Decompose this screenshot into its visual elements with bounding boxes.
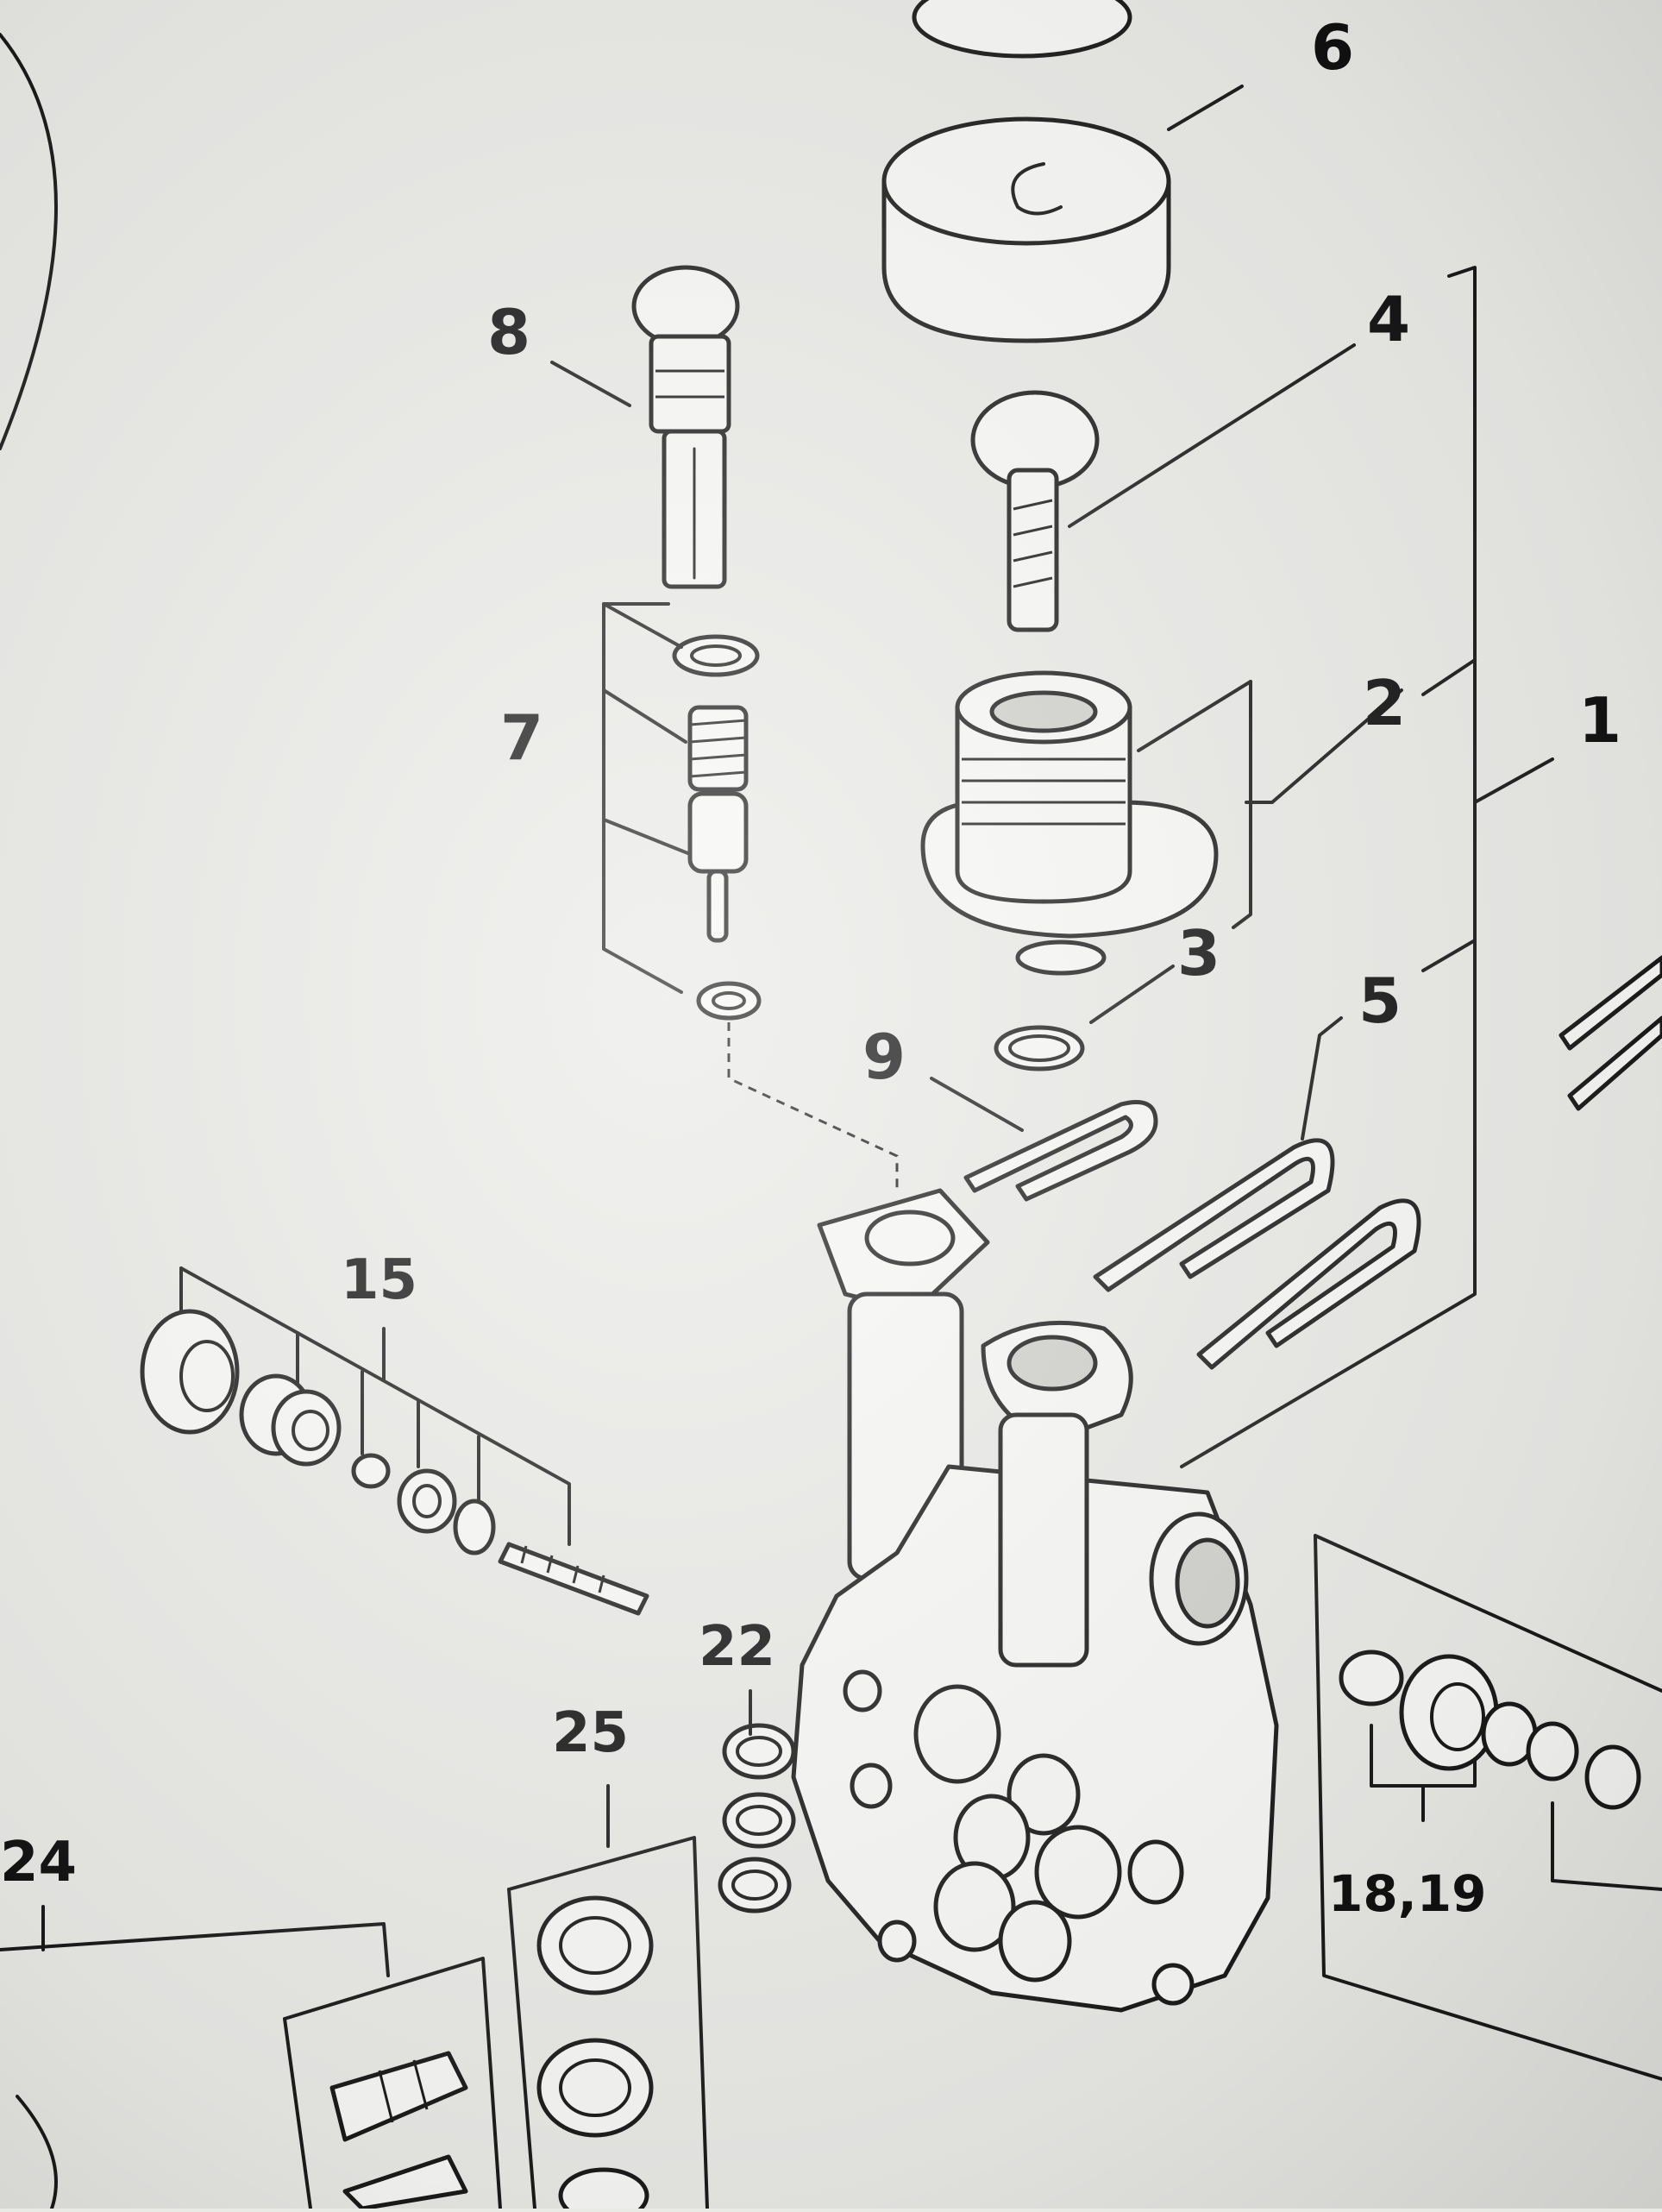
leader-2 <box>1245 688 1403 804</box>
part-1-pump-head <box>791 1188 1279 2013</box>
callout-6: 6 <box>1311 11 1354 84</box>
leader-6 <box>1167 85 1244 131</box>
leader-3 <box>1089 965 1175 1024</box>
callout-24: 24 <box>0 1831 77 1895</box>
callout-5: 5 <box>1358 965 1402 1037</box>
part-edge-pins-fragment <box>1559 955 1662 1111</box>
callout-3: 3 <box>1177 917 1220 990</box>
leader-7b <box>602 688 687 744</box>
part-25-panel <box>507 1836 709 2212</box>
leader-7c <box>602 818 692 856</box>
callout-22: 22 <box>699 1615 775 1679</box>
callout-1: 1 <box>1578 684 1621 757</box>
leader-7a <box>602 602 683 649</box>
leader-1 <box>1473 757 1554 804</box>
bracket-1 <box>1180 266 1477 1468</box>
bracket-15 <box>179 1266 571 1546</box>
callout-2: 2 <box>1363 667 1406 739</box>
part-5-pins <box>1093 1138 1421 1370</box>
callout-4: 4 <box>1367 283 1410 355</box>
part-3-o-ring <box>994 1025 1085 1071</box>
part-24-panel <box>0 1922 502 2211</box>
part-2-threaded-housing <box>920 670 1219 976</box>
leader-4 <box>1068 343 1356 528</box>
part-9-u-clip <box>963 1100 1158 1202</box>
callout-7: 7 <box>500 701 543 774</box>
part-7-valve-kit <box>672 634 762 1021</box>
bracket-1-tick-b <box>1421 939 1477 972</box>
leader-9 <box>930 1077 1024 1132</box>
leader-8 <box>550 361 631 407</box>
bracket-2 <box>1232 680 1252 929</box>
callout-25: 25 <box>552 1701 629 1765</box>
callout-15: 15 <box>341 1248 417 1312</box>
part-22-o-rings <box>718 1723 796 1914</box>
partial-circle-left <box>0 33 58 450</box>
callout-9: 9 <box>862 1021 906 1093</box>
part-18-19-panel <box>1314 1534 1662 2081</box>
bracket-7 <box>602 602 683 994</box>
callout-8: 8 <box>487 296 530 368</box>
leader-5 <box>1301 1016 1343 1141</box>
part-6-cap <box>881 116 1171 343</box>
part-top-cap-fragment <box>912 0 1132 59</box>
bracket-1-tick-a <box>1421 658 1477 696</box>
part-8-valve-plug <box>631 265 740 589</box>
part-15-valve-row <box>140 1309 649 1616</box>
callout-18-19: 18,19 <box>1328 1864 1486 1923</box>
part-4-screw-valve <box>970 390 1100 632</box>
leader-2b <box>1137 680 1252 752</box>
